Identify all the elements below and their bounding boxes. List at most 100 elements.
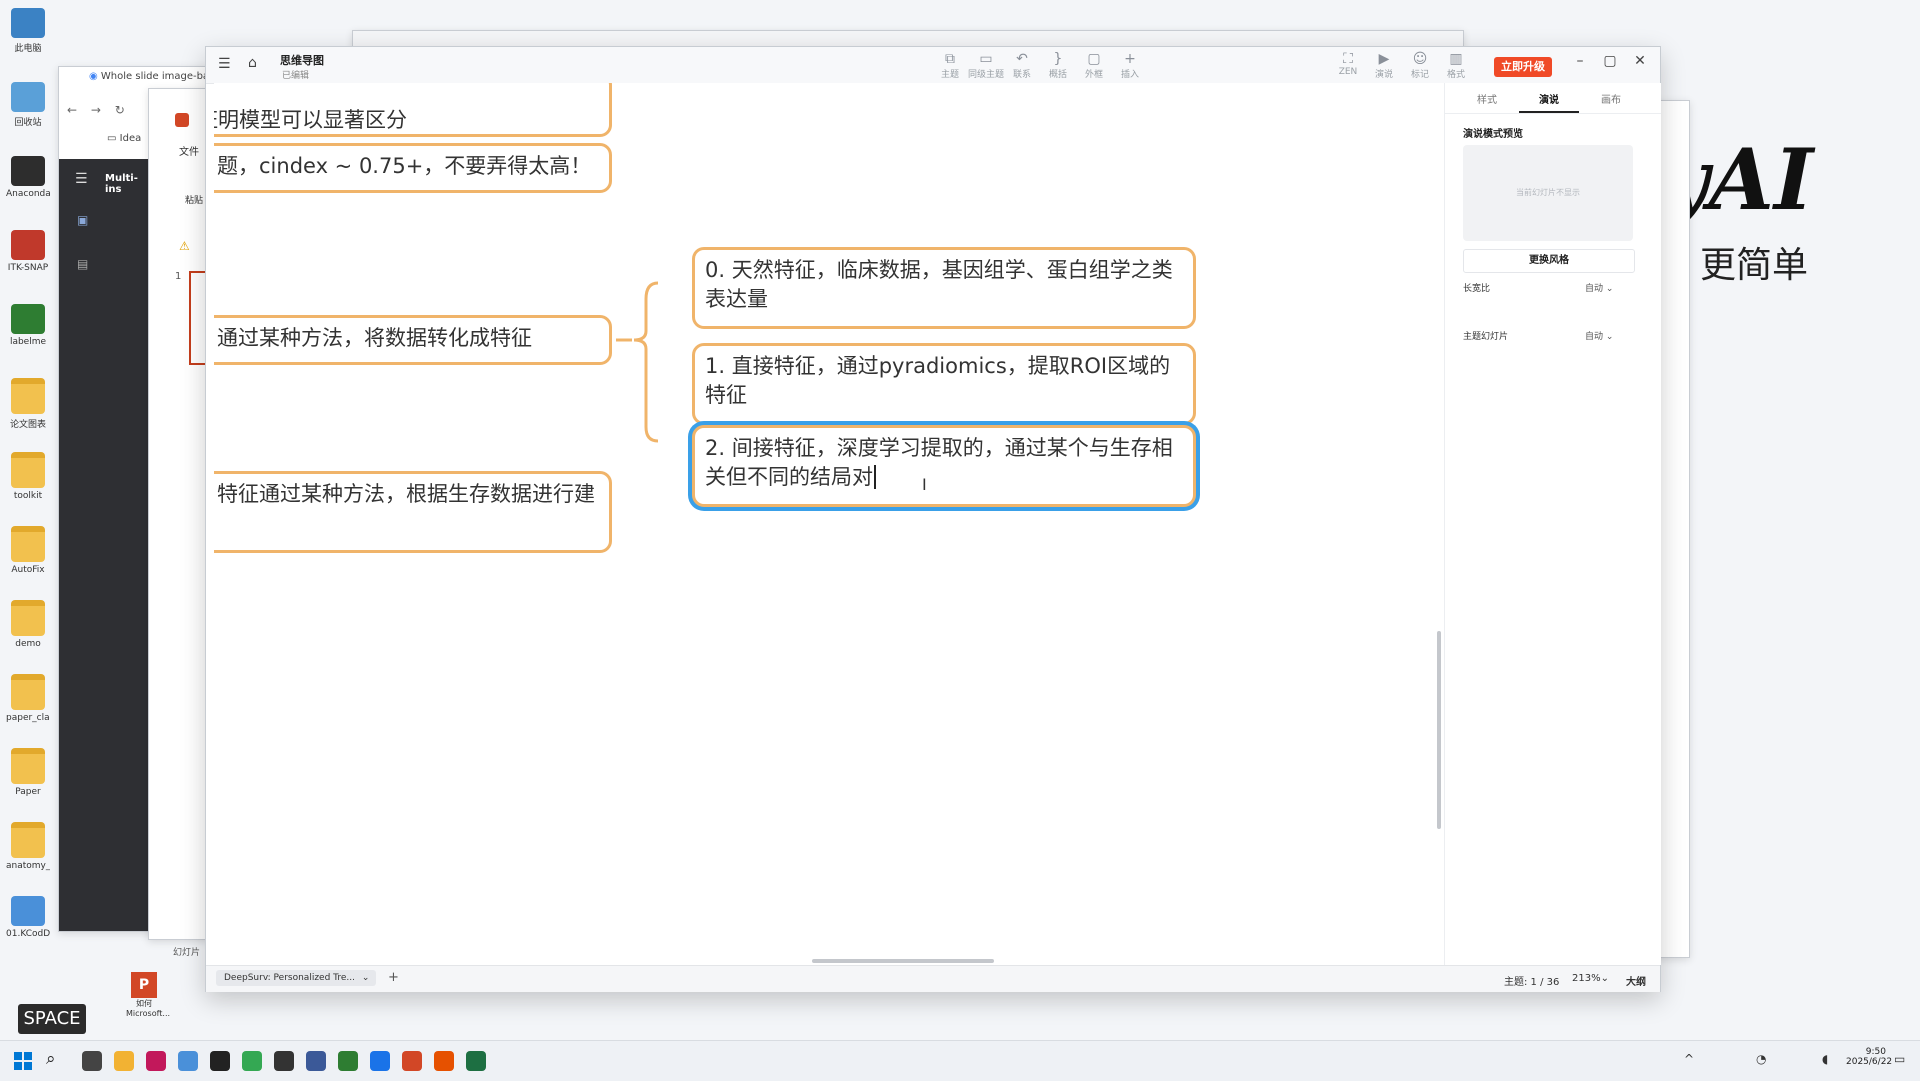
ppt-desktop-file[interactable]: P 如何 Microsoft... xyxy=(126,972,170,1018)
desktop-icon-label: anatomy_rec... xyxy=(6,861,50,871)
taskbar-app-icon[interactable] xyxy=(210,1051,230,1071)
panel-tab[interactable]: 样式 xyxy=(1477,95,1497,106)
taskbar-app-icon[interactable] xyxy=(434,1051,454,1071)
taskbar-app-icon[interactable] xyxy=(306,1051,326,1071)
horizontal-scrollbar[interactable] xyxy=(812,959,994,963)
wifi-icon[interactable]: ◔ xyxy=(1756,1052,1767,1066)
background-ppt-window[interactable]: 文件 粘贴 ⚠ 1 幻灯片 xyxy=(148,88,213,958)
search-icon[interactable]: ⌕ xyxy=(46,1049,56,1069)
taskbar-app-icon[interactable] xyxy=(114,1051,134,1071)
toolbar-button[interactable]: ☺标记 xyxy=(1400,51,1440,80)
taskbar-app-icon[interactable] xyxy=(370,1051,390,1071)
toolbar-button[interactable]: ⛶ZEN xyxy=(1328,51,1368,77)
forward-icon[interactable]: → xyxy=(90,103,101,117)
taskbar-app-icon[interactable] xyxy=(146,1051,166,1071)
panel-row-select[interactable]: 自动 ⌄ xyxy=(1585,329,1613,342)
home-icon[interactable]: ⌂ xyxy=(248,55,257,71)
ppt-menu-file[interactable]: 文件 xyxy=(179,147,199,158)
start-button[interactable] xyxy=(14,1052,32,1070)
desktop-icon[interactable]: AutoFix xyxy=(6,526,50,575)
upgrade-button[interactable]: 立即升级 xyxy=(1494,57,1552,77)
close-button[interactable]: ✕ xyxy=(1634,53,1646,69)
zoom-level[interactable]: 213%⌄ xyxy=(1572,973,1609,984)
chevron-down-icon: ⌄ xyxy=(1600,973,1609,984)
toolbar-icon: ⧉ xyxy=(945,51,955,67)
taskbar-app-icon[interactable] xyxy=(242,1051,262,1071)
menu-icon[interactable]: ☰ xyxy=(75,171,88,187)
maximize-button[interactable]: ▢ xyxy=(1603,53,1617,69)
back-icon[interactable]: ← xyxy=(67,103,78,117)
mindmap-node-right-0[interactable]: 0. 天然特征，临床数据，基因组学、蛋白组学之类表达量 xyxy=(692,247,1196,329)
toolbar-button[interactable]: }概括 xyxy=(1038,51,1078,80)
clock[interactable]: 9:50 2025/6/22 xyxy=(1846,1047,1892,1067)
node-text: 特征通过某种方法，根据生存数据进行建 xyxy=(217,482,595,506)
toolbar-button[interactable]: ▭同级主题 xyxy=(966,51,1006,80)
taskbar-app-icon[interactable] xyxy=(274,1051,294,1071)
desktop-icon[interactable]: labelme xyxy=(6,304,50,347)
reload-icon[interactable]: ↻ xyxy=(114,103,125,117)
mindmap-node-left-1[interactable]: 证明模型可以显著区分 xyxy=(214,83,612,137)
taskbar-app-icon[interactable] xyxy=(178,1051,198,1071)
taskbar-app-icon[interactable] xyxy=(402,1051,422,1071)
mindmap-node-left-2[interactable]: 题，cindex ~ 0.75+，不要弄得太高！ xyxy=(214,143,612,193)
toolbar-icon: ⛶ xyxy=(1343,51,1353,67)
browser-tab[interactable]: ◉ Whole slide image-ba xyxy=(89,71,207,82)
desktop-icon[interactable]: anatomy_rec... xyxy=(6,822,50,871)
mindmap-canvas[interactable]: 证明模型可以显著区分 题，cindex ~ 0.75+，不要弄得太高！ 通过某种… xyxy=(214,83,1444,965)
desktop-icon[interactable]: 回收站 xyxy=(6,82,50,128)
toolbar-button[interactable]: ⧉主题 xyxy=(930,51,970,80)
taskbar-app-icon[interactable] xyxy=(338,1051,358,1071)
toolbar-button[interactable]: ▶演说 xyxy=(1364,51,1404,80)
bookmark-folder[interactable]: ▭ Idea xyxy=(107,133,141,144)
mindmap-node-right-2-selected[interactable]: 2. 间接特征，深度学习提取的，通过某个与生存相关但不同的结局对 xyxy=(692,425,1196,507)
outline-button[interactable]: 大纲 xyxy=(1626,977,1646,988)
vertical-scrollbar[interactable] xyxy=(1437,631,1441,829)
desktop-icon-label: 01.KCodDo... Personalize... xyxy=(6,929,50,939)
toolbar-label: 格式 xyxy=(1446,70,1465,80)
slides-icon[interactable]: ▣ xyxy=(77,213,89,227)
toolbar-button[interactable]: ▢外框 xyxy=(1074,51,1114,80)
desktop-icon[interactable]: 论文图表 xyxy=(6,378,50,430)
sheet-tab[interactable]: DeepSurv: Personalized Tre... ⌄ xyxy=(216,970,376,986)
desktop-icon[interactable]: 01.KCodDo... Personalize... xyxy=(6,896,50,939)
taskbar-app-icon[interactable] xyxy=(466,1051,486,1071)
folder-icon xyxy=(11,452,45,488)
desktop-icon[interactable]: demo xyxy=(6,600,50,649)
taskbar-app-icon[interactable] xyxy=(82,1051,102,1071)
document-status: 已编辑 xyxy=(282,71,310,81)
desktop-icon[interactable]: Paper xyxy=(6,748,50,797)
list-icon[interactable]: ▤ xyxy=(77,257,89,271)
panel-tab[interactable]: 画布 xyxy=(1601,95,1621,106)
toolbar-button[interactable]: ▥格式 xyxy=(1436,51,1476,80)
desktop-icon[interactable]: paper_class xyxy=(6,674,50,723)
mindmap-node-right-1[interactable]: 1. 直接特征，通过pyradiomics，提取ROI区域的特征 xyxy=(692,343,1196,425)
status-bar: DeepSurv: Personalized Tre... ⌄ + 主题: 1 … xyxy=(206,965,1660,992)
panel-tab[interactable]: 演说 xyxy=(1519,91,1579,113)
panel-row-select[interactable]: 自动 ⌄ xyxy=(1585,281,1613,294)
document-title[interactable]: 思维导图 xyxy=(280,54,324,67)
tray-chevron-icon[interactable]: ^ xyxy=(1684,1052,1695,1066)
menu-icon[interactable]: ☰ xyxy=(218,56,231,72)
toolbar-button[interactable]: ↶联系 xyxy=(1002,51,1042,80)
volume-icon[interactable]: ◖ xyxy=(1822,1052,1829,1066)
minimize-button[interactable]: – xyxy=(1576,53,1584,69)
mindmap-node-left-3[interactable]: 通过某种方法，将数据转化成特征 xyxy=(214,315,612,365)
mindmap-app-window[interactable]: ☰ ⌂ 思维导图 已编辑 ⧉主题▭同级主题↶联系}概括▢外框+插入 ⛶ZEN▶演… xyxy=(205,46,1661,992)
text-caret xyxy=(874,465,876,489)
desktop-icon[interactable]: Anaconda Powersh... xyxy=(6,156,50,199)
desktop-icon[interactable]: 此电脑 xyxy=(6,8,50,54)
toolbar-button[interactable]: +插入 xyxy=(1110,51,1150,80)
panel-row-label: 长宽比 xyxy=(1463,284,1491,294)
app-icon xyxy=(11,82,45,112)
toolbar-icon: ▢ xyxy=(1087,51,1101,67)
node-text: 通过某种方法，将数据转化成特征 xyxy=(217,326,532,350)
change-style-button[interactable]: 更换风格 xyxy=(1463,249,1635,273)
folder-icon xyxy=(11,600,45,636)
ppt-paste-button[interactable]: 粘贴 xyxy=(185,196,204,206)
desktop-icon[interactable]: ITK-SNAP xyxy=(6,230,50,273)
add-sheet-icon[interactable]: + xyxy=(388,970,399,985)
notification-icon[interactable]: ▭ xyxy=(1894,1052,1906,1066)
zoom-value: 213% xyxy=(1572,973,1601,984)
mindmap-node-left-4[interactable]: 特征通过某种方法，根据生存数据进行建 xyxy=(214,471,612,553)
desktop-icon[interactable]: toolkit xyxy=(6,452,50,501)
